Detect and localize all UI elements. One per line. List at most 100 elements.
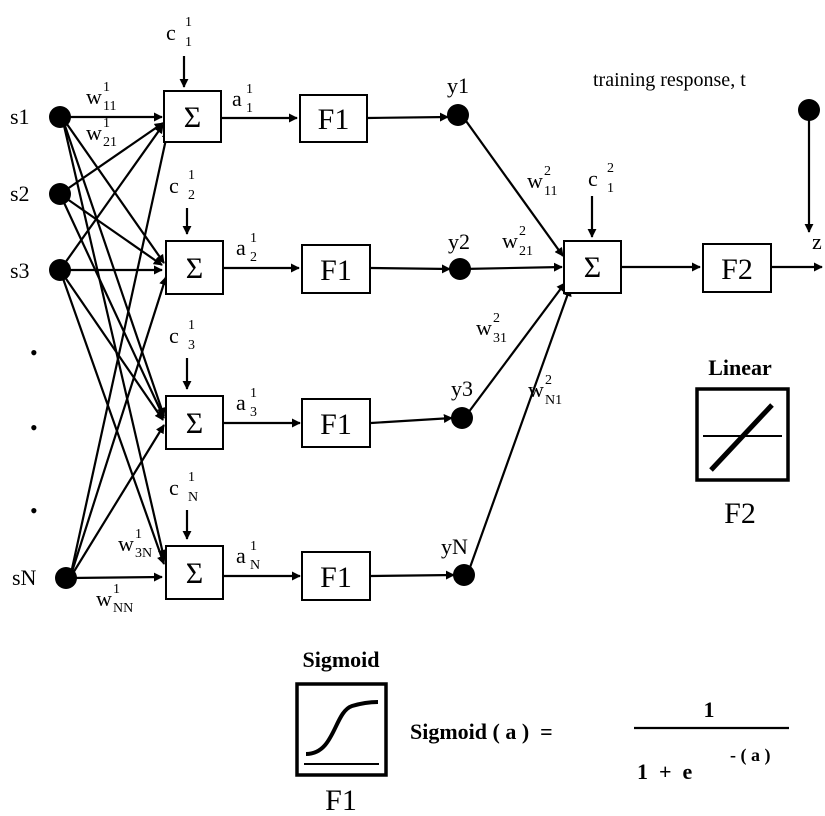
sum-symbol: Σ	[184, 101, 201, 134]
svg-text:w: w	[502, 228, 518, 253]
linear-title: Linear	[708, 355, 772, 380]
sum-symbol: Σ	[186, 557, 203, 590]
svg-text:w: w	[118, 531, 134, 556]
weight-label-w2-11: w 2 11	[527, 164, 557, 199]
weight-labels-layer1: w 1 11 w 1 21 w 1 3N w 1 NN	[86, 80, 152, 616]
input-edges	[58, 112, 171, 582]
bias-label-cN: c 1 N	[169, 470, 198, 505]
svg-text:1: 1	[185, 35, 192, 50]
input-node-s3	[49, 259, 71, 281]
weight-label-w2-N1: w 2 N1	[528, 373, 562, 408]
svg-text:1: 1	[103, 80, 110, 95]
output-label-z: z	[812, 229, 822, 254]
svg-text:3: 3	[250, 405, 257, 420]
svg-text:1: 1	[250, 539, 257, 554]
edge-sN-sum1	[68, 129, 171, 579]
bias-label-c3: c 1 3	[169, 318, 195, 353]
svg-text:1: 1	[246, 101, 253, 116]
f1-label: F1	[320, 408, 352, 441]
edge-sN-sumN	[69, 572, 163, 582]
weight-labels-layer2: w 2 11 w 2 21 w 2 31 w 2 N1 c 2 1	[476, 161, 614, 408]
svg-text:1: 1	[103, 116, 110, 131]
sigmoid-icon	[295, 682, 388, 777]
input-labels: s1 s2 s3 sN • • •	[10, 104, 38, 590]
bias-label-c2-1: c 2 1	[588, 161, 614, 196]
svg-text:3N: 3N	[135, 546, 152, 561]
sum-box-output: Σ	[563, 240, 622, 294]
sum-box-3: Σ	[165, 395, 224, 450]
y-to-output-edges	[460, 113, 572, 574]
input-node-s2	[49, 183, 71, 205]
svg-text:c: c	[169, 173, 179, 198]
edge-s3-sum1	[59, 124, 164, 271]
svg-text:1: 1	[188, 318, 195, 333]
svg-text:c: c	[169, 323, 179, 348]
svg-text:1: 1	[188, 470, 195, 485]
sum-box-N: Σ	[165, 545, 224, 600]
sum-symbol: Σ	[186, 252, 203, 285]
ellipsis-dot: •	[30, 415, 38, 440]
hidden-output-labels: y1 y2 y3 yN z training response, t	[441, 69, 822, 559]
svg-text:a: a	[236, 235, 246, 260]
f1-box-1: F1	[299, 94, 368, 143]
ellipsis-dot: •	[30, 340, 38, 365]
formula-lhs: Sigmoid ( a ) =	[410, 719, 553, 744]
svg-text:21: 21	[103, 135, 117, 150]
formula-denominator: 1 + e	[637, 759, 693, 784]
weight-label-w2-21: w 2 21	[502, 224, 533, 259]
bias-labels-layer1: c 1 1 c 1 2 c 1 3 c 1 N	[166, 15, 198, 505]
svg-text:w: w	[527, 168, 543, 193]
bias-label-c2: c 1 2	[169, 168, 195, 203]
activation-label-a3: a 1 3	[236, 386, 257, 420]
input-label-s2: s2	[10, 181, 30, 206]
f1-box-N: F1	[301, 551, 371, 601]
ellipsis-dot: •	[30, 498, 38, 523]
f1-box-2: F1	[301, 244, 371, 294]
edge-s2-sum2	[59, 193, 163, 266]
edge-s2-sum1	[59, 122, 164, 195]
edge-s3-sumN	[58, 269, 166, 565]
label-y1: y1	[447, 73, 469, 98]
svg-text:2: 2	[250, 250, 257, 265]
svg-text:w: w	[96, 586, 112, 611]
svg-text:w: w	[528, 377, 544, 402]
sigmoid-formula: Sigmoid ( a ) = 1 1 + e - ( a )	[410, 697, 789, 784]
edge-s2-sum3	[59, 193, 165, 419]
f1-label: F1	[320, 254, 352, 287]
weight-label-w3N: w 1 3N	[118, 527, 152, 561]
svg-text:11: 11	[544, 184, 557, 199]
activation-label-aN: a 1 N	[236, 539, 260, 573]
weight-label-w11: w 1 11	[86, 80, 116, 114]
edge-s3-sum3	[59, 269, 164, 421]
edge-sN-sum3	[69, 424, 165, 579]
hidden-node-y2	[449, 258, 471, 280]
hidden-node-yN	[453, 564, 475, 586]
nodes	[49, 99, 820, 589]
edge-s1-sum2	[61, 116, 165, 264]
formula-numerator: 1	[704, 697, 715, 722]
svg-text:N: N	[188, 490, 198, 505]
output-edges	[587, 120, 823, 272]
activation-label-a2: a 1 2	[236, 231, 257, 265]
input-label-sN: sN	[12, 565, 37, 590]
svg-text:2: 2	[545, 373, 552, 388]
svg-text:w: w	[86, 120, 102, 145]
svg-text:a: a	[236, 390, 246, 415]
activation-labels-layer1: a 1 1 a 1 2 a 1 3 a 1 N	[232, 82, 260, 573]
edge-s1-sumN	[60, 116, 167, 559]
input-node-s1	[49, 106, 71, 128]
svg-text:2: 2	[188, 188, 195, 203]
edge-sN-sum2	[68, 276, 168, 579]
svg-text:2: 2	[607, 161, 614, 176]
svg-text:1: 1	[135, 527, 142, 542]
svg-text:1: 1	[250, 386, 257, 401]
edge-s1-sum3	[60, 116, 166, 417]
f2-box: F2	[702, 243, 772, 293]
formula-exponent: - ( a )	[730, 745, 770, 766]
svg-text:1: 1	[113, 582, 120, 597]
activation-label-a1: a 1 1	[232, 82, 253, 116]
svg-text:c: c	[169, 475, 179, 500]
svg-text:a: a	[232, 86, 242, 111]
sum-symbol: Σ	[584, 251, 601, 284]
